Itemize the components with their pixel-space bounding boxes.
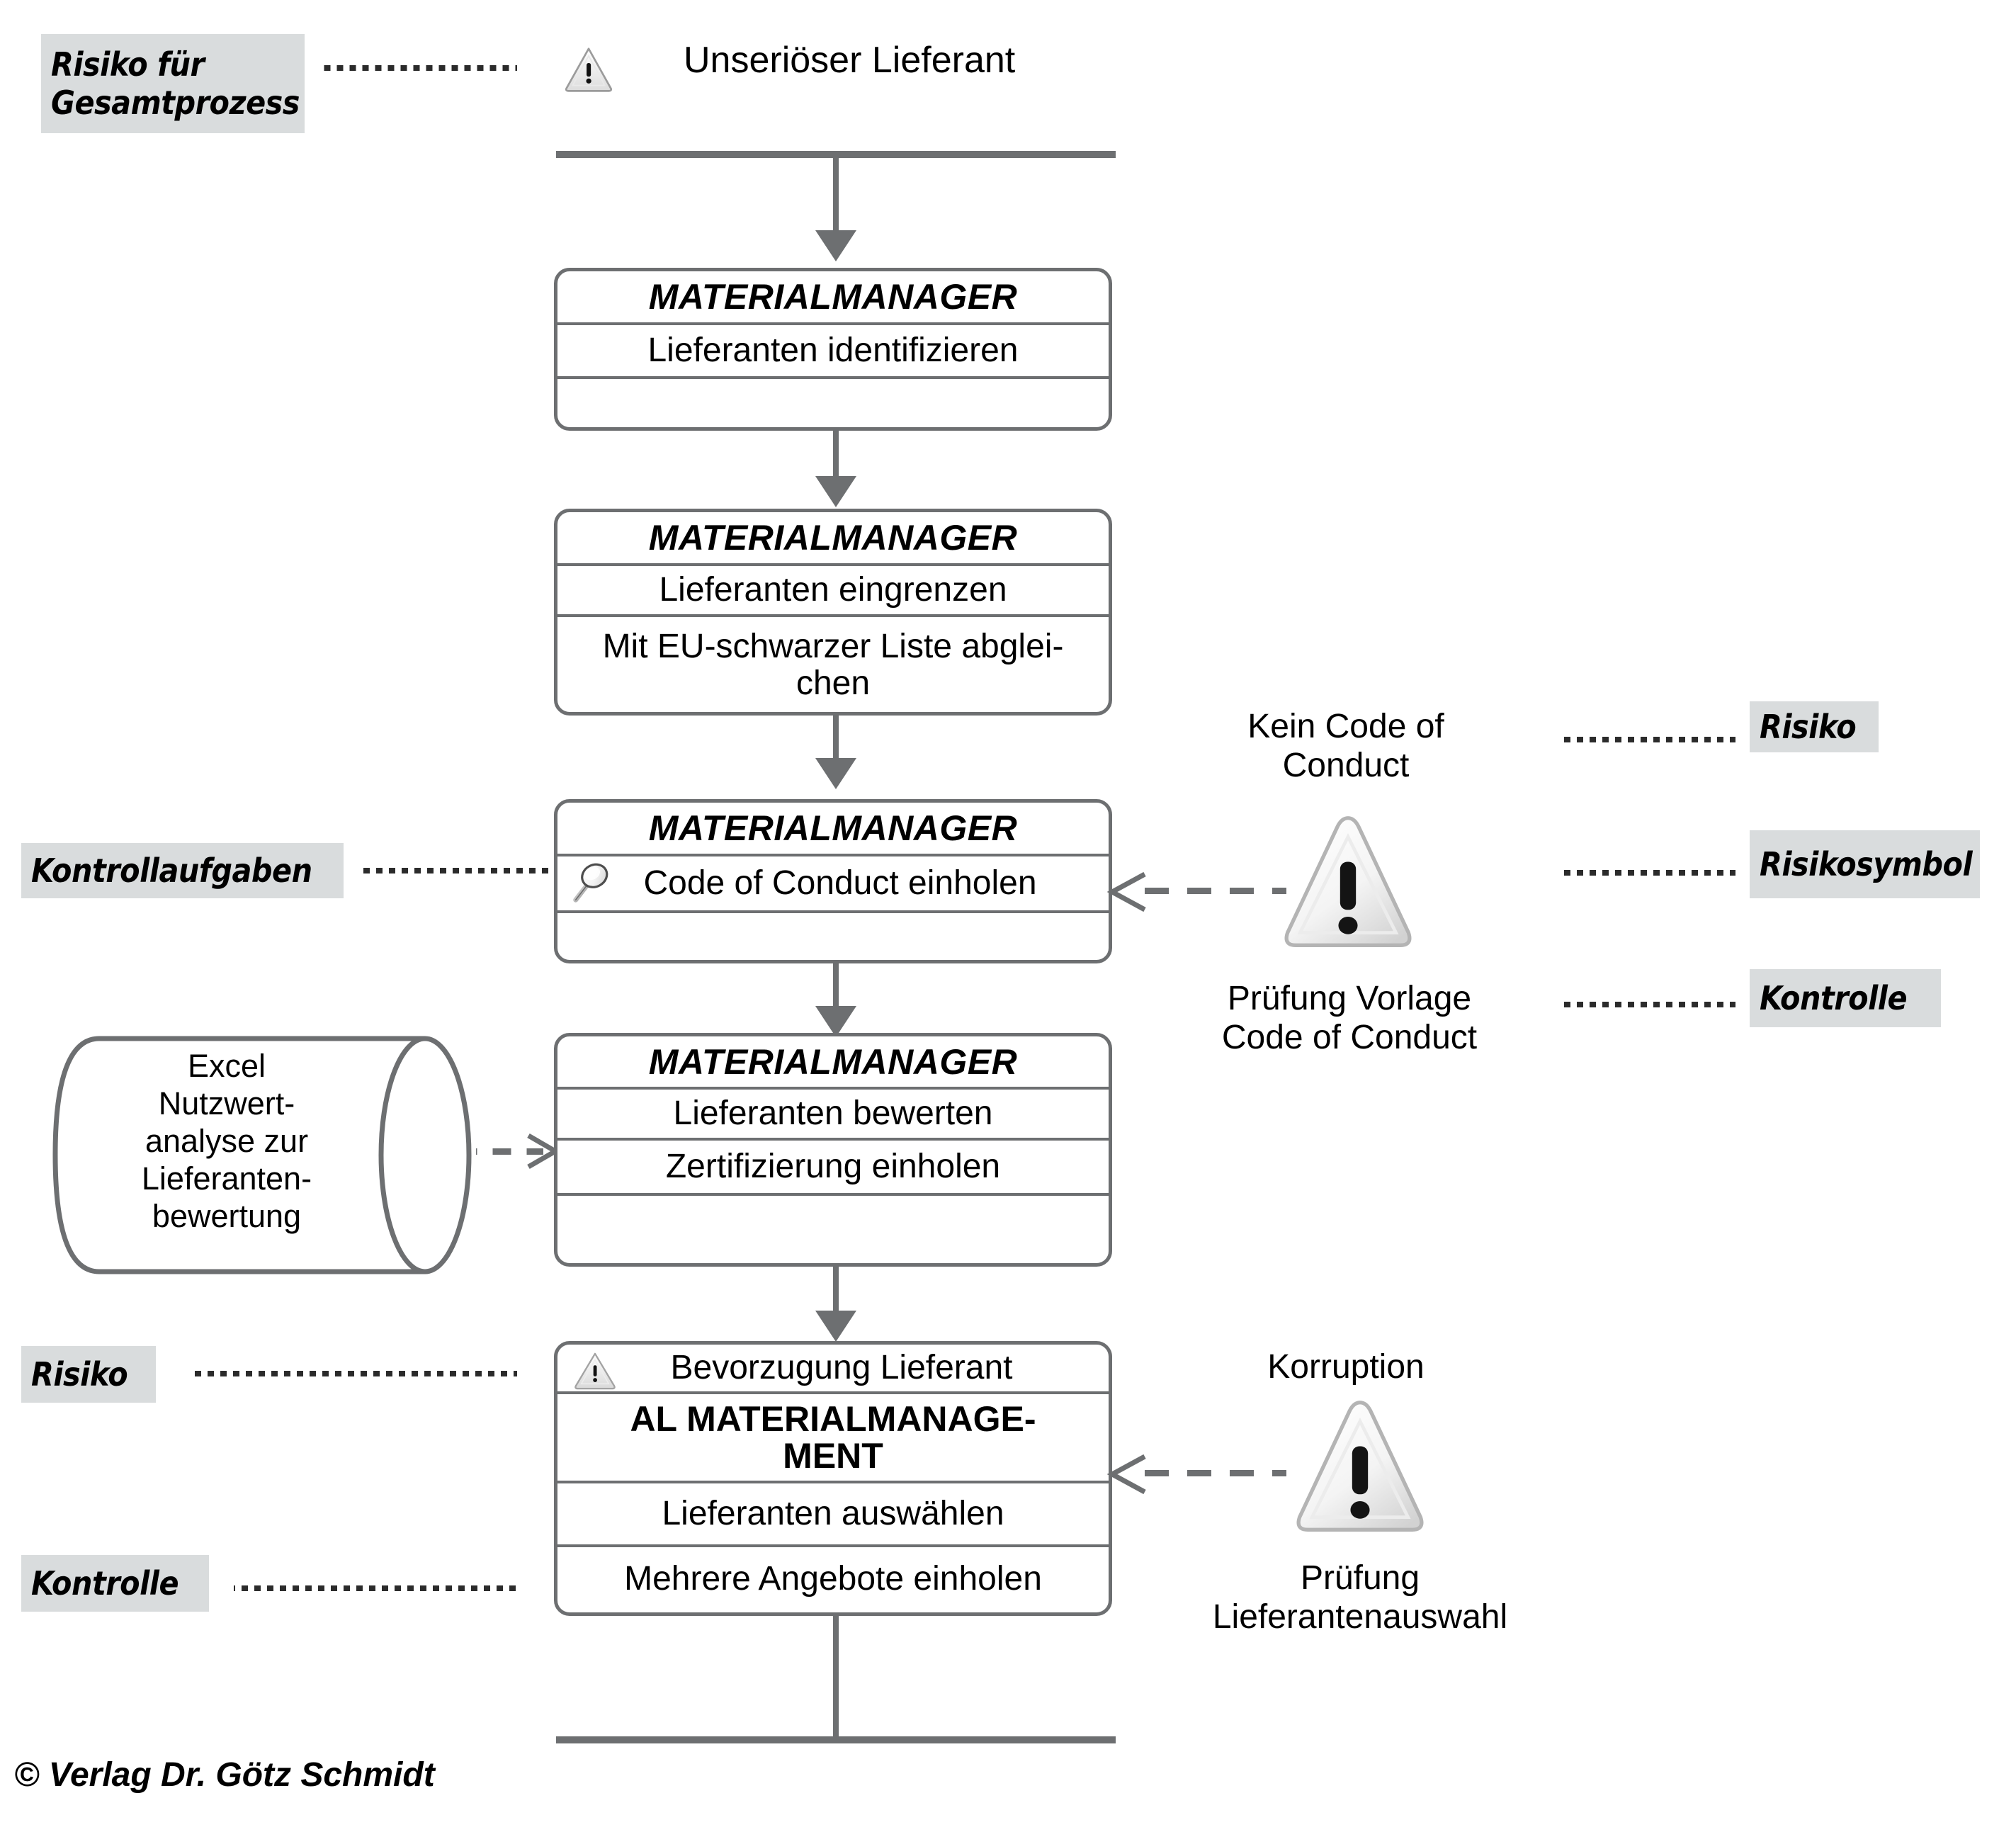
risk-korruption-line1: Korruption <box>1267 1348 1425 1386</box>
datastore-line-2: Nutzwert- <box>158 1085 295 1122</box>
dashed-connector-risk-to-step5 <box>1131 1470 1286 1476</box>
step-3-task-1-label: Code of Conduct einholen <box>643 864 1037 903</box>
process-end-bar <box>556 1736 1116 1743</box>
datastore-line-4: Lieferanten- <box>141 1160 312 1197</box>
datastore-line-1: Excel <box>187 1048 266 1084</box>
legend-risiko-right: Risiko <box>1750 701 1879 752</box>
control-code-of-conduct-line1: Prüfung Vorlage <box>1227 980 1472 1017</box>
arrowhead-step1-to-step2 <box>815 476 856 507</box>
process-box-step-5[interactable]: Bevorzugung Lieferant AL MATERIALMANAGE-… <box>554 1341 1112 1616</box>
process-box-step-2[interactable]: MATERIALMANAGER Lieferanten eingrenzen M… <box>554 509 1112 716</box>
legend-kontrolle-left: Kontrolle <box>21 1555 209 1612</box>
legend-risiko-right-label: Risiko <box>1760 707 1857 746</box>
step-3-empty-row <box>557 913 1109 960</box>
arrowhead-risk-to-step5 <box>1106 1452 1146 1496</box>
step-2-task-1: Lieferanten eingrenzen <box>557 566 1109 617</box>
step-5-task-1: Lieferanten auswählen <box>557 1483 1109 1547</box>
datastore-label: Excel Nutzwert- analyse zur Lieferanten-… <box>78 1047 375 1235</box>
step-2-role: MATERIALMANAGER <box>557 512 1109 566</box>
dashed-connector-risk-to-step3 <box>1131 888 1286 894</box>
legend-risikosymbol: Risikosymbol <box>1750 830 1980 898</box>
leader-line-risiko-right <box>1558 737 1735 742</box>
risk-code-of-conduct-line1: Kein Code of <box>1247 708 1444 745</box>
step-4-task-2: Zertifizierung einholen <box>557 1141 1109 1196</box>
legend-risiko-fuer-gesamtprozess: Risiko für Gesamtprozess <box>41 34 305 133</box>
annotation-risk-code-of-conduct-label: Kein Code of Conduct <box>1204 707 1488 785</box>
step-2-task-2: Mit EU-schwarzer Liste abglei- chen <box>557 617 1109 712</box>
warning-triangle-icon <box>563 44 614 95</box>
risk-code-of-conduct-line2: Conduct <box>1282 747 1410 785</box>
dashed-connector-datastore-to-step4 <box>476 1148 543 1155</box>
connector-step2-to-step3 <box>833 716 839 762</box>
step-3-role: MATERIALMANAGER <box>557 803 1109 856</box>
step-4-role: MATERIALMANAGER <box>557 1036 1109 1090</box>
diagram-title: Unseriöser Lieferant <box>684 40 1016 81</box>
legend-kontrolle-right: Kontrolle <box>1750 969 1941 1027</box>
connector-step5-to-end <box>833 1616 839 1740</box>
connector-step3-to-step4 <box>833 963 839 1010</box>
step-5-risk-row: Bevorzugung Lieferant <box>557 1345 1109 1394</box>
arrowhead-risk-to-step3 <box>1106 870 1146 914</box>
leader-line-risikosymbol <box>1558 870 1735 876</box>
step-5-role: AL MATERIALMANAGE- MENT <box>557 1394 1109 1483</box>
leader-line-risiko-left <box>191 1371 517 1376</box>
legend-risiko-gesamtprozess-line1: Risiko für <box>51 45 205 84</box>
step-5-role-line1: AL MATERIALMANAGE- <box>630 1398 1036 1439</box>
step-3-task-1: Code of Conduct einholen <box>557 856 1109 913</box>
arrowhead-step4-to-step5 <box>815 1311 856 1342</box>
magnifier-icon <box>567 861 616 909</box>
process-box-step-1[interactable]: MATERIALMANAGER Lieferanten identifizier… <box>554 268 1112 431</box>
legend-risiko-gesamtprozess-line2: Gesamtprozess <box>51 84 300 122</box>
step-4-task-1: Lieferanten bewerten <box>557 1090 1109 1141</box>
connector-step4-to-step5 <box>833 1267 839 1315</box>
warning-triangle-icon-korruption <box>1293 1392 1427 1542</box>
datastore-excel-nutzwertanalyse[interactable] <box>50 1033 475 1277</box>
arrowhead-datastore-to-step4 <box>524 1132 560 1170</box>
connector-step1-to-step2 <box>833 431 839 480</box>
warning-triangle-icon-bevorzugung <box>573 1350 617 1391</box>
step-2-task-2-line2: chen <box>795 665 871 702</box>
legend-risiko-left: Risiko <box>21 1346 156 1403</box>
process-box-step-3[interactable]: MATERIALMANAGER <box>554 799 1112 963</box>
connector-start-to-step1 <box>833 154 839 232</box>
step-1-task-1: Lieferanten identifizieren <box>557 325 1109 379</box>
annotation-control-korruption-label: Prüfung Lieferantenauswahl <box>1162 1559 1558 1636</box>
legend-risikosymbol-label: Risikosymbol <box>1760 844 1973 883</box>
leader-line-kontrollaufgaben <box>360 868 558 873</box>
control-korruption-line1: Prüfung <box>1300 1559 1420 1597</box>
step-5-role-line2: MENT <box>783 1436 883 1476</box>
leader-line-kontrolle-left <box>234 1585 517 1591</box>
legend-risiko-left-label: Risiko <box>31 1355 128 1393</box>
legend-kontrollaufgaben-label: Kontrollaufgaben <box>31 851 312 890</box>
arrowhead-start-to-step1 <box>815 230 856 261</box>
step-1-role: MATERIALMANAGER <box>557 271 1109 325</box>
annotation-risk-korruption-label: Korruption <box>1204 1347 1488 1386</box>
arrowhead-step2-to-step3 <box>815 758 856 789</box>
leader-line-kontrolle-right <box>1558 1002 1735 1007</box>
datastore-line-5: bewertung <box>152 1198 302 1235</box>
step-5-task-2: Mehrere Angebote einholen <box>624 1560 1042 1598</box>
datastore-line-3: analyse zur <box>145 1123 309 1160</box>
legend-kontrolle-left-label: Kontrolle <box>31 1564 179 1602</box>
step-4-empty-row <box>557 1196 1109 1263</box>
copyright-notice: © Verlag Dr. Götz Schmidt <box>14 1756 435 1794</box>
process-box-step-4[interactable]: MATERIALMANAGER Lieferanten bewerten Zer… <box>554 1033 1112 1267</box>
control-code-of-conduct-line2: Code of Conduct <box>1221 1019 1478 1057</box>
step-2-task-2-line1: Mit EU-schwarzer Liste abglei- <box>602 628 1064 666</box>
step-5-risk-label: Bevorzugung Lieferant <box>670 1349 1013 1387</box>
legend-kontrolle-right-label: Kontrolle <box>1760 978 1908 1017</box>
legend-kontrollaufgaben: Kontrollaufgaben <box>21 843 344 898</box>
control-korruption-line2: Lieferantenauswahl <box>1212 1598 1508 1636</box>
step-1-empty-row <box>557 379 1109 427</box>
arrowhead-step3-to-step4 <box>815 1006 856 1037</box>
annotation-control-code-of-conduct-label: Prüfung Vorlage Code of Conduct <box>1179 979 1519 1057</box>
warning-triangle-icon-code-of-conduct <box>1281 808 1415 958</box>
leader-line-risiko-gesamtprozess <box>322 65 517 71</box>
